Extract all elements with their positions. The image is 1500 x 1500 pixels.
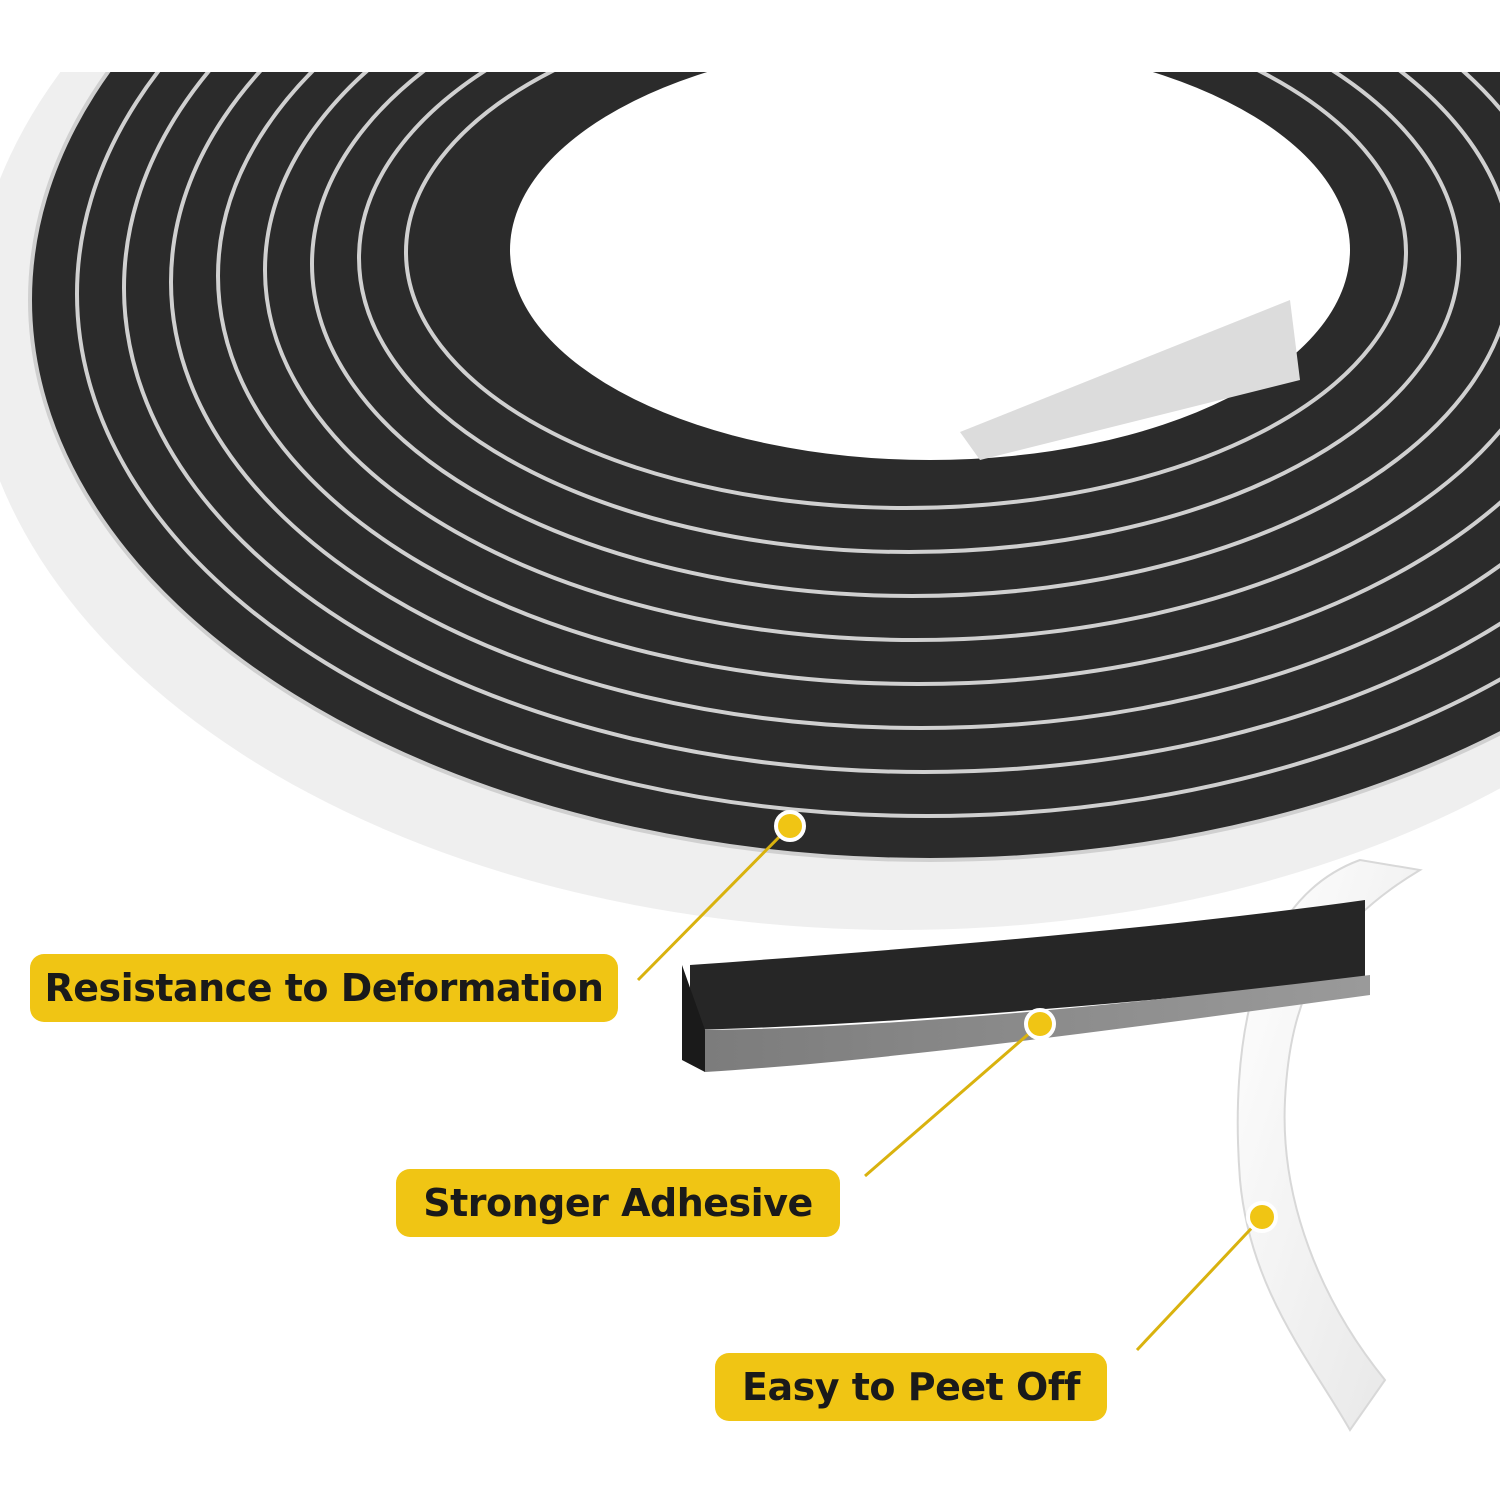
leader-line-2	[864, 1022, 1041, 1178]
callout-dot-2	[1024, 1008, 1056, 1040]
inner-liner-tail	[960, 300, 1300, 460]
tape-end-cut	[682, 965, 705, 1072]
callout-dot-1	[774, 810, 806, 842]
callout-dot-3	[1246, 1201, 1278, 1233]
tape-loose-end-top	[690, 900, 1365, 1030]
leader-line-1	[636, 824, 792, 982]
leader-line-3	[1135, 1215, 1264, 1352]
tape-coil-group	[0, 72, 1500, 930]
callout-resistance-to-deformation: Resistance to Deformation	[30, 954, 618, 1022]
callout-easy-to-peel-off: Easy to Peet Off	[715, 1353, 1107, 1421]
callout-stronger-adhesive: Stronger Adhesive	[396, 1169, 840, 1237]
